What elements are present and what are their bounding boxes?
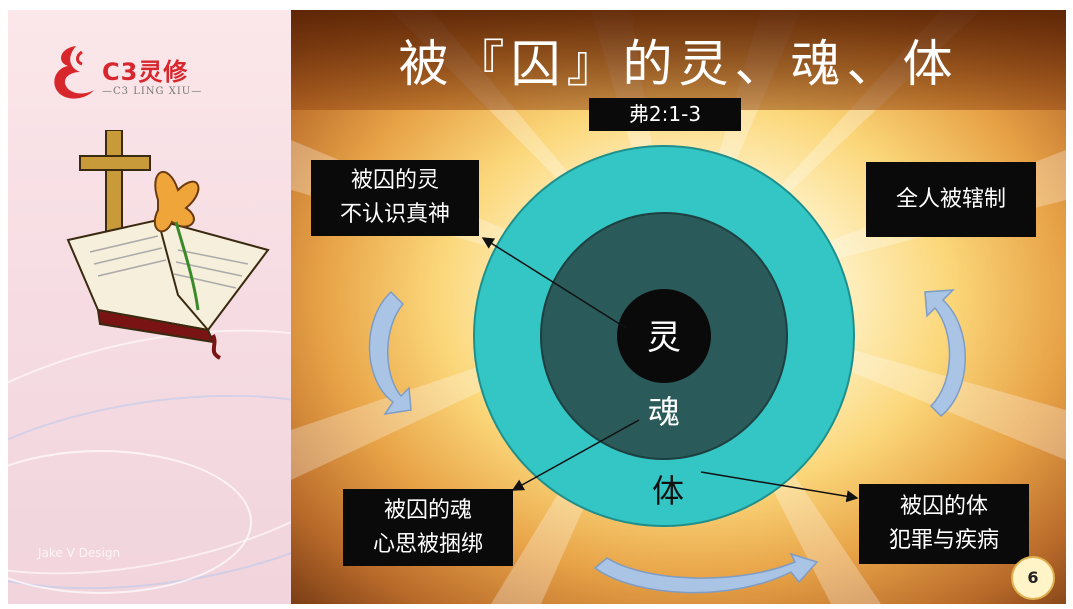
slide: 被『囚』的灵、魂、体 弗2:1-3 灵 魂 体 被囚的灵 不认识真神 全人被辖制… — [291, 10, 1066, 604]
body-connector-arrow — [700, 471, 859, 503]
logo-subtext: —C3 LING XIU— — [102, 86, 203, 97]
slide-title: 被『囚』的灵、魂、体 — [398, 35, 959, 93]
spirit-connector-arrow — [481, 237, 627, 329]
spirit-circle — [617, 289, 711, 383]
body-label: 体 — [652, 472, 684, 510]
curved-arrow-icon — [924, 289, 966, 418]
whole-person-box: 全人被辖制 — [866, 162, 1036, 237]
logo: C3灵修 —C3 LING XIU— — [46, 42, 246, 112]
title-bar — [291, 10, 1066, 110]
scripture-reference: 弗2:1-3 — [589, 98, 741, 131]
bible-cross-illustration — [66, 130, 270, 360]
page-number-badge: 6 — [1011, 556, 1055, 600]
box-line: 全人被辖制 — [895, 186, 1006, 212]
captive-body-box: 被囚的体 犯罪与疾病 — [859, 484, 1029, 564]
curved-arrow-icon — [593, 552, 819, 594]
lily-icon — [153, 170, 200, 311]
spirit-soul-body-diagram: 灵 魂 体 — [368, 145, 966, 594]
box-line: 犯罪与疾病 — [888, 528, 999, 553]
bible-icon — [66, 218, 270, 360]
soul-label: 魂 — [648, 393, 680, 431]
captive-spirit-box: 被囚的灵 不认识真神 — [311, 160, 479, 236]
box-line: 心思被捆绑 — [372, 531, 483, 557]
curved-arrow-icon — [368, 290, 412, 416]
soul-connector-arrow — [511, 419, 640, 491]
logo-mark-icon — [54, 46, 94, 99]
captive-soul-box: 被囚的魂 心思被捆绑 — [343, 489, 513, 566]
box-line: 不认识真神 — [339, 202, 450, 227]
logo-text: C3灵修 — [102, 58, 189, 86]
left-decor-panel: C3灵修 —C3 LING XIU— Jake V Design — [8, 10, 291, 604]
spirit-label: 灵 — [647, 318, 681, 358]
box-line: 被囚的体 — [899, 494, 988, 519]
box-line: 被囚的灵 — [350, 168, 439, 193]
box-line: 被囚的魂 — [383, 497, 472, 523]
watermark: Jake V Design — [38, 546, 121, 560]
